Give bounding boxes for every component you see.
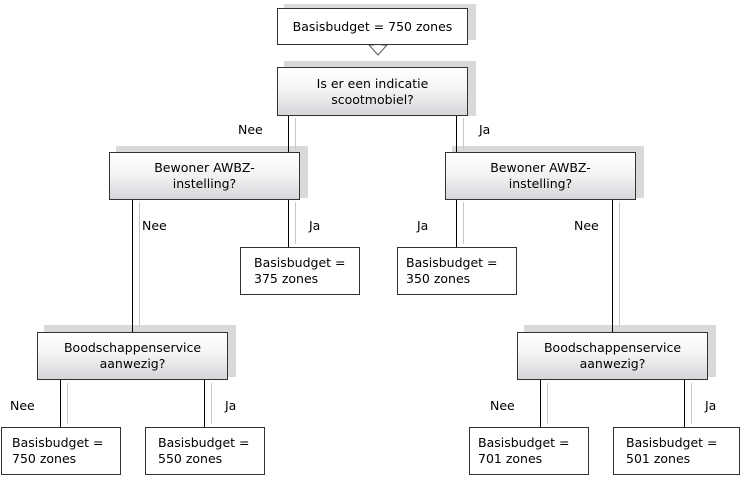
label-q2r-no: Nee [574, 218, 599, 233]
leaf-350-node: Basisbudget = 350 zones [397, 247, 517, 295]
leaf-750-node: Basisbudget = 750 zones [1, 427, 121, 475]
label-q2l-yes: Ja [309, 218, 321, 233]
connector-q3r-yes-shade [691, 383, 692, 424]
connector-q2l-no [132, 199, 133, 332]
connector-q3l-no [60, 380, 61, 427]
connector-q2l-no-shade [139, 202, 140, 327]
connector-q3r-no-shade [547, 383, 548, 424]
connector-q2l-yes [288, 199, 289, 247]
leaf-550-node: Basisbudget = 550 zones [145, 427, 265, 475]
connector-q3l-no-shade [67, 383, 68, 424]
connector-q3l-yes-shade [211, 383, 212, 424]
label-q2r-yes: Ja [417, 218, 429, 233]
connector-q1-right [456, 115, 457, 152]
label-q3l-yes: Ja [225, 398, 237, 413]
label-q3l-no: Nee [10, 398, 35, 413]
leaf-375-node: Basisbudget = 375 zones [240, 247, 360, 295]
connector-q3r-no [540, 380, 541, 427]
label-q3r-yes: Ja [705, 398, 717, 413]
root-node: Basisbudget = 750 zones [277, 8, 468, 45]
connector-q3r-yes [684, 380, 685, 427]
label-q1-yes: Ja [479, 122, 491, 137]
q3-right-boodschappen-node: Boodschappenservice aanwezig? [517, 332, 708, 380]
q2-left-awbz-node: Bewoner AWBZ- instelling? [109, 152, 300, 200]
label-q3r-no: Nee [490, 398, 515, 413]
label-q2l-no: Nee [142, 218, 167, 233]
connector-q2r-no-shade [619, 202, 620, 327]
q2-right-awbz-node: Bewoner AWBZ- instelling? [445, 152, 636, 200]
connector-q1-left [288, 115, 289, 152]
connector-q2r-no [612, 199, 613, 332]
connector-q1-left-shade [295, 118, 296, 150]
label-q1-no: Nee [238, 122, 263, 137]
q3-left-boodschappen-node: Boodschappenservice aanwezig? [37, 332, 228, 380]
connector-q1-right-shade [463, 118, 464, 150]
q1-scootmobiel-node: Is er een indicatie scootmobiel? [277, 67, 468, 116]
leaf-501-node: Basisbudget = 501 zones [613, 427, 740, 475]
connector-q2l-yes-shade [295, 202, 296, 244]
connector-q3l-yes [204, 380, 205, 427]
connector-q2r-yes [456, 199, 457, 247]
leaf-701-node: Basisbudget = 701 zones [469, 427, 589, 475]
connector-q2r-yes-shade [463, 202, 464, 244]
